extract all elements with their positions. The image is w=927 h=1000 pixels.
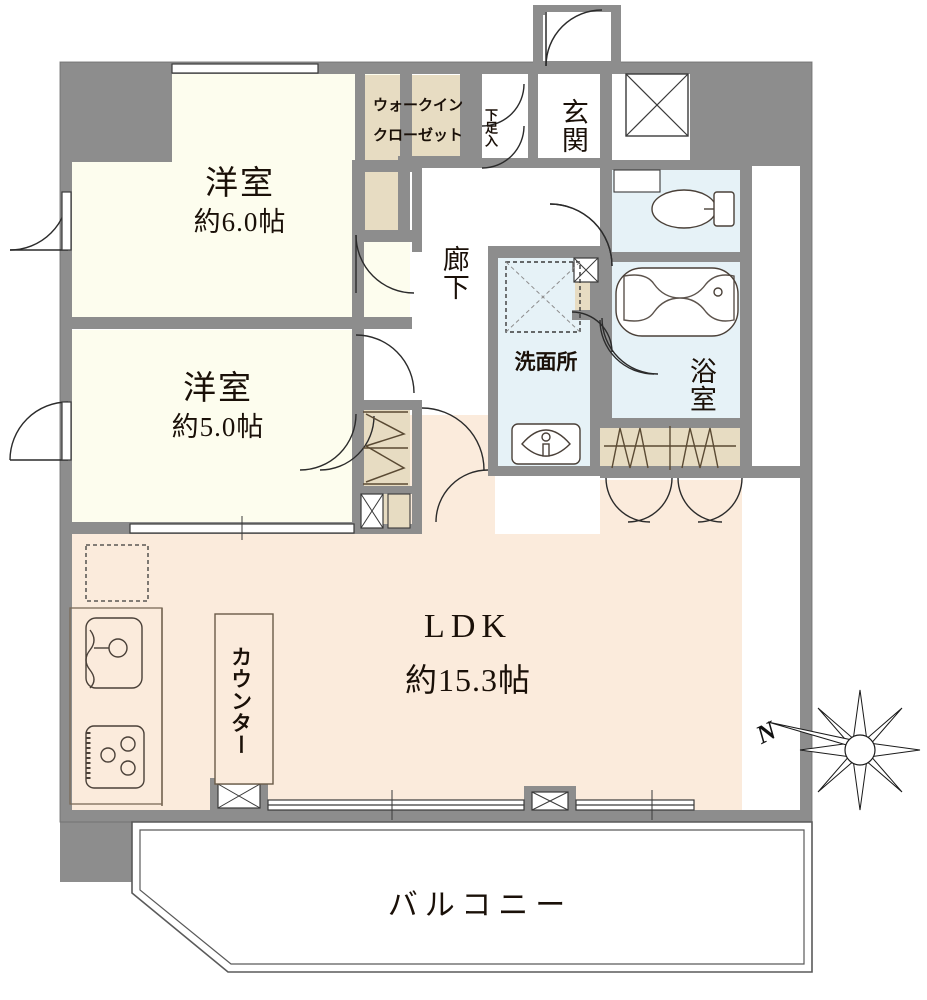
wall-bath-south <box>600 418 752 428</box>
windows <box>61 63 695 820</box>
toilet-shelf <box>613 169 661 193</box>
wall-east <box>800 62 812 822</box>
mid-closet-floor <box>360 408 410 492</box>
toilet-fixture <box>651 189 735 229</box>
wall-wic-east <box>460 66 472 166</box>
wall-wet-west <box>600 168 612 424</box>
wall-toilet-bath <box>600 252 752 262</box>
wic-floor <box>365 75 465 235</box>
wall-washroom-south <box>488 466 612 476</box>
meter-box-entrance <box>625 73 689 137</box>
wall-midcloset-e <box>412 400 422 532</box>
wall-washroom-west <box>488 246 498 476</box>
wall-bed1-bed2 <box>60 317 412 329</box>
entrance-door-swing <box>533 5 621 71</box>
wall-entrance-south <box>472 158 600 168</box>
vanity-sink <box>511 423 581 465</box>
bedroom-2-floor <box>70 330 355 530</box>
wall-wic-south-a <box>398 156 472 168</box>
pillar-marks <box>217 760 569 811</box>
wall-shoe-east <box>528 66 538 166</box>
wall-entrance-east <box>600 66 612 166</box>
floor-fills <box>60 62 812 882</box>
wall-wic-west <box>355 66 365 238</box>
refrigerator-space <box>85 544 149 602</box>
wall-bed1-east-a <box>400 62 412 162</box>
wall-south <box>60 810 812 822</box>
kitchen-sink <box>85 617 143 689</box>
wall-washroom-north <box>488 246 612 258</box>
wall-shoe-west <box>472 66 482 166</box>
wall-wic-south-b <box>355 230 413 242</box>
kitchen <box>69 544 163 806</box>
bathtub <box>615 267 739 337</box>
wall-washroom-east <box>590 246 600 476</box>
washing-machine-space <box>505 261 581 333</box>
void-top-left <box>60 62 172 162</box>
ldk-floor <box>70 534 742 812</box>
wall-ldk-closet-south <box>600 466 752 478</box>
wall-midcloset-n <box>352 400 422 410</box>
ldk-closet-hatch <box>604 426 736 470</box>
mid-closet-detail <box>360 411 411 529</box>
wall-toilet-north <box>600 160 750 170</box>
wall-wet-east <box>740 160 752 430</box>
compass-rose-icon <box>767 689 921 811</box>
balcony <box>131 821 813 973</box>
gas-stove <box>85 725 145 789</box>
wall-midcloset-s <box>352 524 422 534</box>
counter-unit <box>214 613 274 785</box>
